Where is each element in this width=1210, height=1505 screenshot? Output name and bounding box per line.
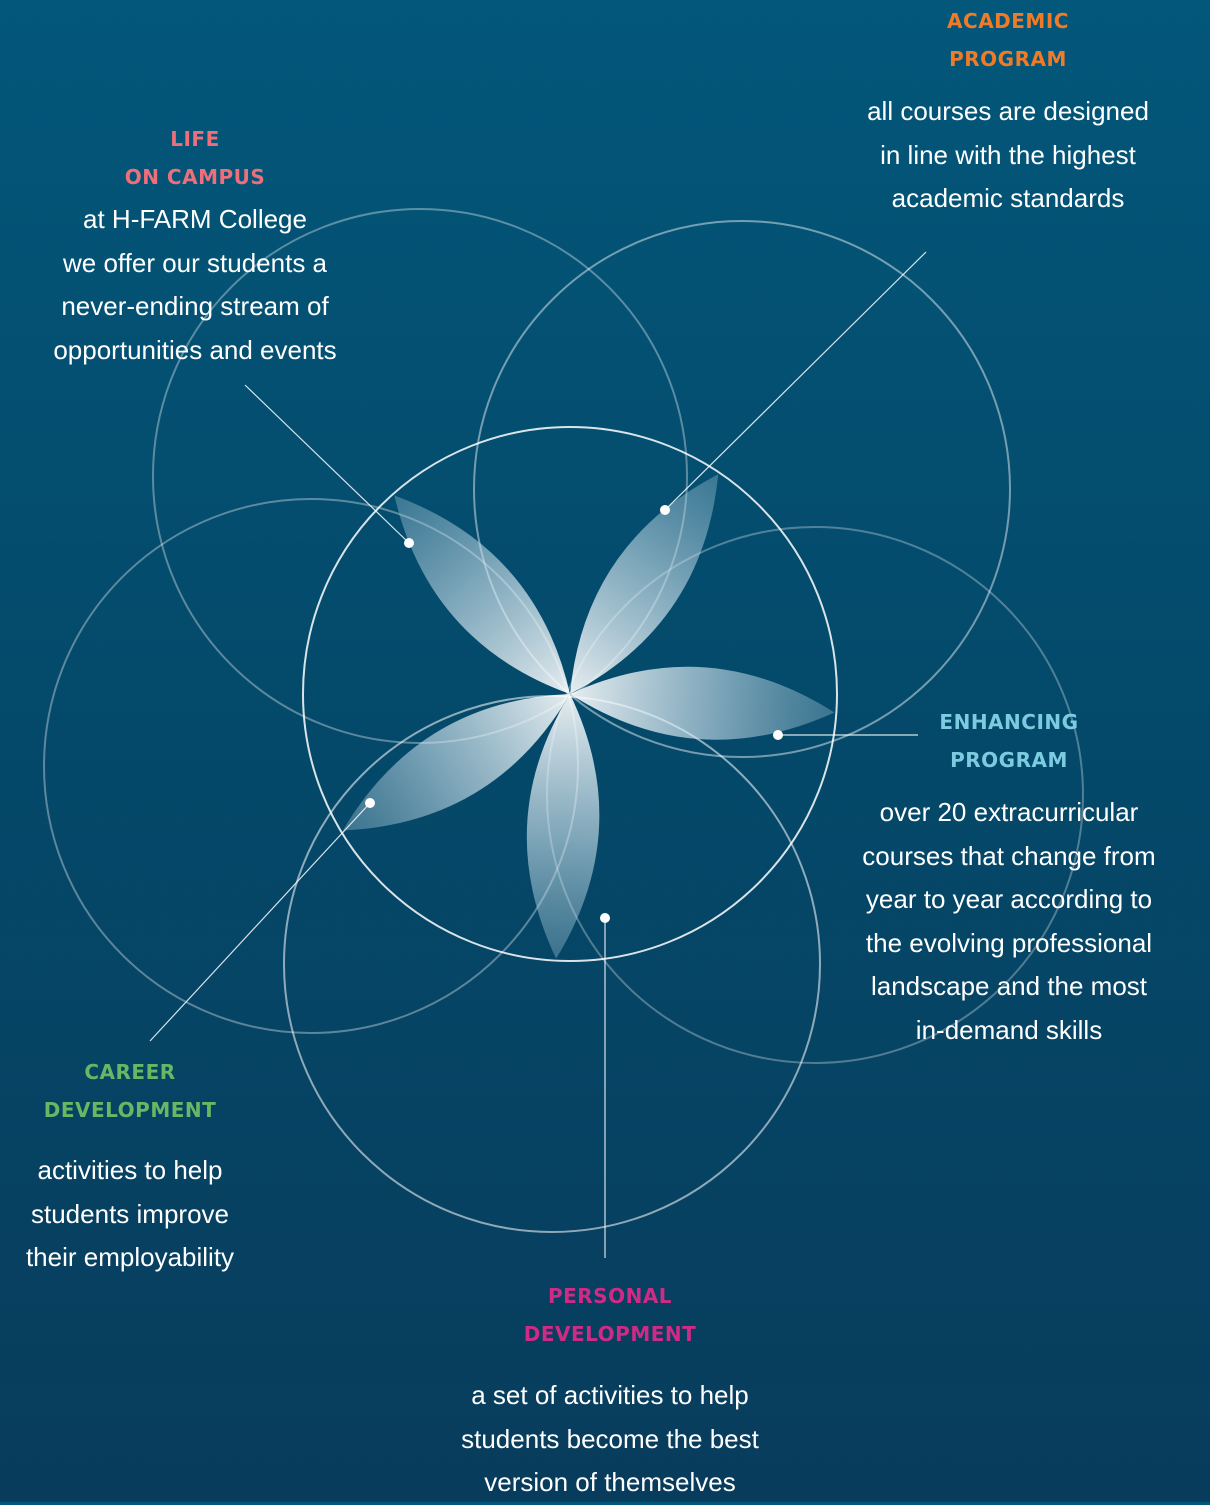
life-on-campus-heading: LIFE ON CAMPUS — [25, 120, 365, 196]
petals — [342, 474, 835, 959]
personal-development-heading-line-1: PERSONAL — [547, 1284, 673, 1308]
personal-development-text-1: a set of activities to help — [471, 1380, 749, 1410]
enhancing-program-text-6: in-demand skills — [915, 1014, 1103, 1045]
petal-2 — [570, 474, 719, 694]
career-development-heading-line-2: DEVELOPMENT — [43, 1098, 217, 1122]
life-on-campus-text-4: opportunities and events — [53, 334, 337, 365]
academic-program-heading-line-2: PROGRAM — [949, 47, 1067, 71]
life-on-campus-text-1: at H-FARM College — [83, 204, 307, 234]
career-development-text-3: their employability — [25, 1242, 235, 1272]
enhancing-program-text-1: over 20 extracurricular — [879, 797, 1139, 827]
enhancing-program-heading: ENHANCING PROGRAM — [833, 703, 1185, 779]
life-on-campus-text-2: we offer our students a — [62, 247, 327, 278]
personal-development-text-2: students become the best — [461, 1423, 759, 1454]
petal-4 — [526, 694, 600, 959]
career-development-heading: CAREER DEVELOPMENT — [0, 1053, 260, 1129]
life-on-campus-connector-dot — [404, 538, 414, 548]
academic-program-heading-line-1: ACADEMIC — [947, 9, 1069, 33]
life-on-campus-connector-line — [244, 384, 410, 544]
personal-development-heading: PERSONAL DEVELOPMENT — [420, 1277, 800, 1353]
career-development-heading-line-1: CAREER — [84, 1060, 176, 1084]
circle-1 — [152, 208, 688, 744]
enhancing-program-connector-dot — [773, 730, 783, 740]
career-development-connector-line — [149, 802, 371, 1042]
life-on-campus-heading-line-2: ON CAMPUS — [124, 165, 266, 189]
enhancing-program-heading-line-2: PROGRAM — [950, 748, 1068, 772]
career-development-description: activities to help students improve thei… — [0, 1149, 260, 1280]
academic-program-text-2: in line with the highest — [880, 139, 1136, 170]
enhancing-program-text-2: courses that change from — [862, 840, 1156, 871]
career-development-text-2: students improve — [31, 1198, 229, 1229]
personal-development-text-3: version of themselves — [484, 1467, 736, 1497]
petal-5 — [342, 694, 570, 831]
career-development-text-1: activities to help — [37, 1155, 223, 1185]
academic-program-block: ACADEMIC PROGRAM all courses are designe… — [838, 2, 1178, 221]
enhancing-program-description: over 20 extracurricular courses that cha… — [833, 791, 1185, 1052]
personal-development-heading-line-2: DEVELOPMENT — [523, 1322, 697, 1346]
enhancing-program-block: ENHANCING PROGRAM over 20 extracurricula… — [833, 703, 1185, 1052]
academic-program-description: all courses are designed in line with th… — [838, 90, 1178, 221]
life-on-campus-block: LIFE ON CAMPUS at H-FARM College we offe… — [25, 120, 365, 372]
personal-development-block: PERSONAL DEVELOPMENT a set of activities… — [420, 1277, 800, 1505]
academic-program-heading: ACADEMIC PROGRAM — [838, 2, 1178, 78]
petal-1 — [394, 495, 570, 694]
petal-3 — [570, 666, 835, 740]
academic-program-connector-line — [664, 251, 927, 511]
career-development-block: CAREER DEVELOPMENT activities to help st… — [0, 1053, 260, 1280]
life-on-campus-description: at H-FARM College we offer our students … — [25, 198, 365, 372]
personal-development-connector-dot — [600, 913, 610, 923]
circle-2 — [473, 220, 1011, 758]
personal-development-description: a set of activities to help students bec… — [420, 1374, 800, 1505]
academic-program-connector-dot — [660, 505, 670, 515]
connector-lines — [149, 251, 927, 1258]
career-development-connector-dot — [365, 798, 375, 808]
life-on-campus-text-3: never-ending stream of — [61, 291, 329, 321]
life-on-campus-heading-line-1: LIFE — [170, 127, 220, 151]
circle-6 — [302, 426, 838, 962]
enhancing-program-text-5: landscape and the most — [870, 971, 1148, 1001]
academic-program-text-1: all courses are designed — [867, 96, 1149, 126]
enhancing-program-heading-line-1: ENHANCING — [939, 710, 1079, 734]
academic-program-text-3: academic standards — [891, 183, 1125, 213]
enhancing-program-text-3: year to year according to — [865, 884, 1153, 914]
enhancing-program-text-4: the evolving professional — [865, 927, 1153, 958]
